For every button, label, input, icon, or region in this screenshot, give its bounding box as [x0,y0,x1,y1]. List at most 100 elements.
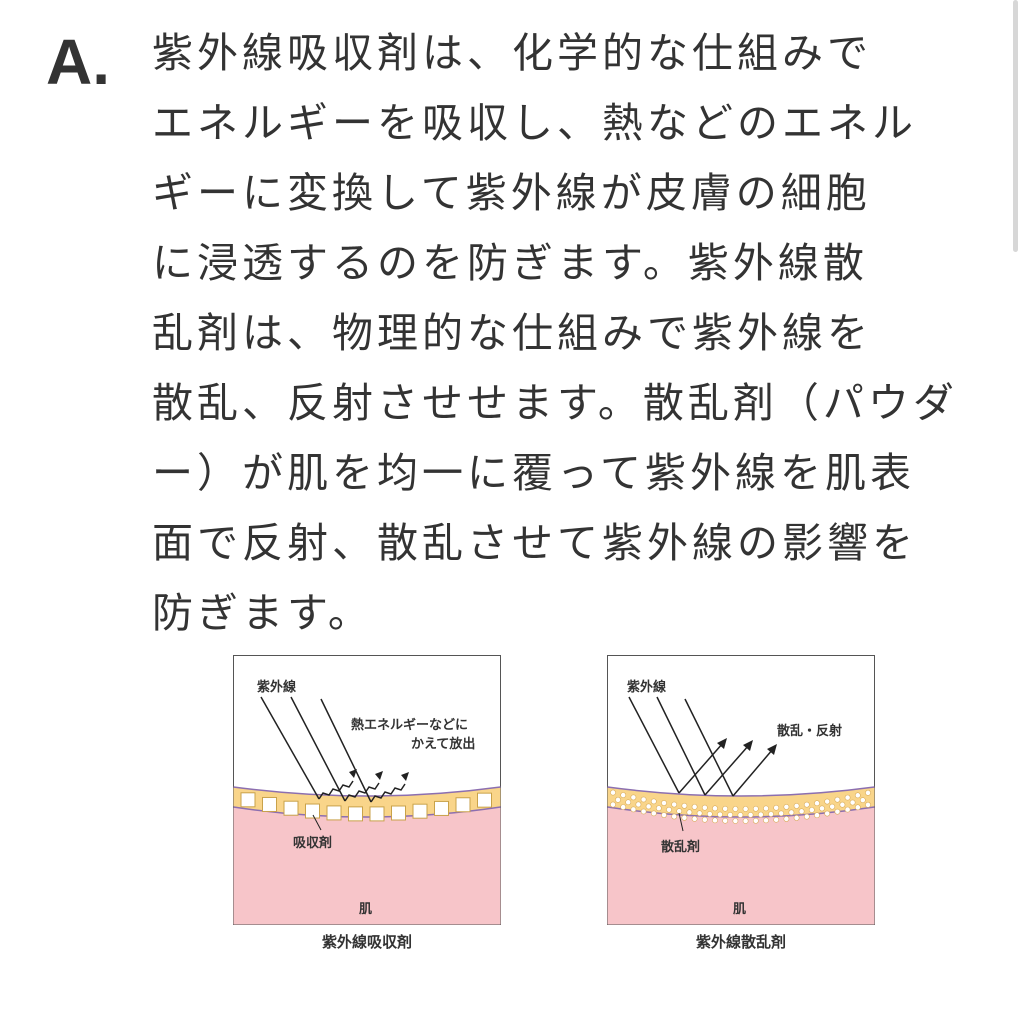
scatterer-particle [610,789,616,796]
scatterer-particle [671,801,678,808]
answer-line: 乱剤は、物理的な仕組みで紫外線を [152,309,872,357]
scatterer-particle [803,801,810,808]
arrow-head [375,771,383,780]
emission-label-line2: かえて放出 [411,736,475,752]
answer-line: 面で反射、散乱させて紫外線の影響を [152,519,917,567]
absorber-particle [391,805,406,821]
scatterer-particle [783,804,790,810]
scatterer-particle [793,803,800,809]
scatterer-particle [645,803,652,810]
scatterer-figure: 紫外線 散乱・反射 散乱剤 肌 紫外線散乱剤 [607,655,875,952]
scatterer-particle [865,801,871,808]
absorber-particle [455,797,471,813]
scatterer-particle [640,808,647,815]
absorber-particle [283,800,299,816]
heat-emission-arrow [344,782,380,802]
agent-pointer [678,812,684,832]
scatterer-diagram: 紫外線 散乱・反射 散乱剤 肌 [607,655,875,925]
uv-ray [628,696,680,794]
answer-line: ギーに変換して紫外線が皮膚の細胞 [152,169,871,217]
scatterer-particle [620,792,627,798]
absorber-figure: 紫外線 熱エネルギーなどに かえて放出 吸収剤 肌 紫外線吸収剤 [233,655,501,952]
scatterer-particle [834,808,841,815]
scatterer-particle [732,818,739,824]
scatterer-particle [686,809,693,816]
absorber-particle [369,806,385,822]
heat-emission-arrow [318,780,354,800]
uv-ray [260,696,320,800]
scatterer-particle [722,817,729,824]
scatterer-particle [712,805,718,812]
absorber-particle [434,800,449,816]
scatterer-particle [615,796,621,803]
scatterer-skin [607,805,875,925]
scatterer-particle [757,811,764,818]
uv-ray [320,698,372,803]
absorber-particle [412,803,428,819]
scatterer-particle [808,807,815,813]
scatterer-particle [844,794,851,801]
scatterer-particle [849,799,856,806]
scatterer-particle [798,808,805,815]
scatterer-particle [732,806,739,812]
scatterer-particle [829,803,836,810]
scatterer-particle [742,818,749,824]
scatterer-particle [737,812,744,818]
scatterer-particle [691,815,698,822]
answer-line: 散乱、反射させせます。散乱剤（パウダ [152,379,958,427]
scatterer-particle [701,816,708,823]
scatterer-particle [640,796,647,803]
scatterer-particle [706,811,713,817]
uv-label: 紫外線 [627,679,667,695]
reflected-ray [704,744,750,796]
absorber-particle [477,792,492,808]
scatterer-particle [666,806,672,813]
scrollbar[interactable] [1013,0,1018,252]
answer-line: 紫外線吸収剤は、化学的な仕組みで [152,29,872,77]
answer-line: に浸透するのを防ぎます。紫外線散 [152,239,868,287]
absorber-caption: 紫外線吸収剤 [321,933,412,951]
scatterer-particle [819,805,825,812]
scatterer-particle [691,803,698,810]
scatterer-particle [854,804,861,811]
scatterer-particle [773,816,780,823]
agent-pointer [312,814,322,831]
arrow-head [743,740,753,751]
scatterer-particle [788,809,795,816]
scatterer-particle [839,801,846,808]
scatterer-particle [859,797,866,804]
scatterer-caption: 紫外線散乱剤 [695,933,786,951]
reflect-label: 散乱・反射 [777,723,842,739]
agent-label: 散乱剤 [661,839,700,855]
absorber-particle [326,805,342,821]
scatterer-particle [661,812,667,818]
scatterer-particle [747,812,754,818]
answer-line: ー）が肌を均一に覆って紫外線を肌表 [152,449,915,497]
scatterer-particle [768,811,774,817]
scatterer-particle [778,810,785,817]
scatterer-particle [803,813,810,820]
reflected-ray [678,742,724,794]
uv-ray [684,698,734,797]
scatterer-particle [763,805,769,812]
answer-line: エネルギーを吸収し、熱などのエネル [152,99,917,147]
absorber-particle [348,806,363,822]
absorber-particle [262,796,277,812]
scatterer-particle [630,806,637,813]
scatterer-particle [630,794,637,801]
scatterer-layer-top-border [607,786,875,797]
absorber-particles [240,792,492,822]
emission-label-line1: 熱エネルギーなどに [351,717,468,733]
scatterer-particle [655,805,662,812]
scatterer-particles [610,789,871,824]
scatterer-particle [814,800,820,807]
arrow-head [717,738,727,749]
scatterer-particle [701,804,708,811]
skin-label: 肌 [733,902,746,917]
scatterer-particle [722,805,729,812]
scatterer-particle [773,804,780,811]
scatterer-particle [671,813,678,820]
scatterer-particle [814,812,820,819]
scatterer-particle [763,817,769,824]
skin-label: 肌 [359,902,372,917]
